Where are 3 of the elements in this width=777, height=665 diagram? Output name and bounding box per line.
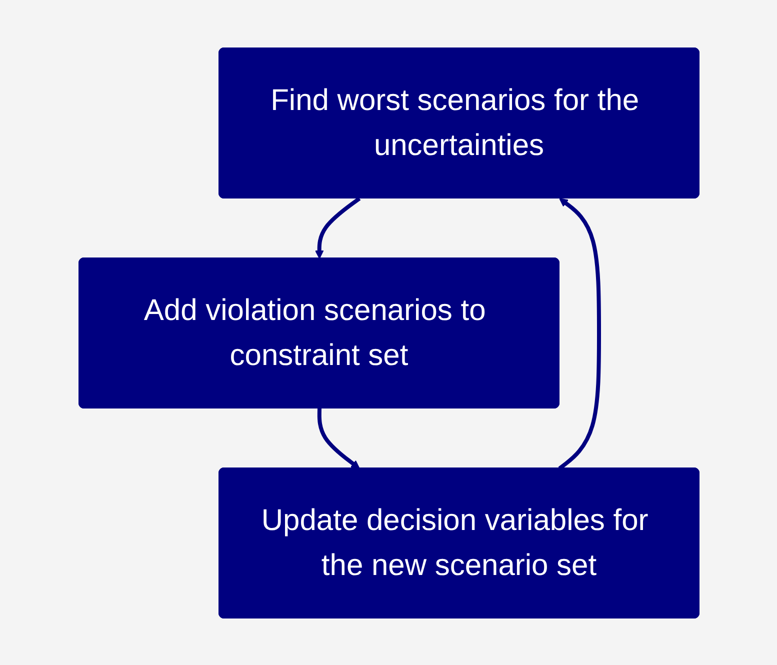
- arrow: [558, 198, 600, 470]
- arrow: [314, 196, 360, 258]
- arrow: [316, 408, 360, 468]
